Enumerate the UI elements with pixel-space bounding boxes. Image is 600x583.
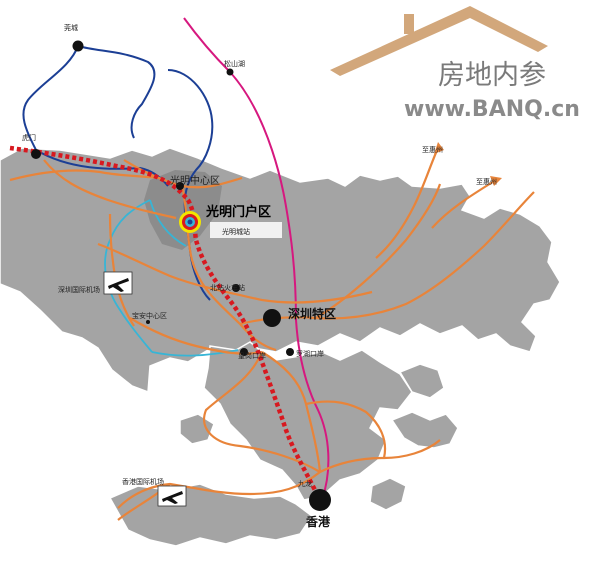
land-west-island	[179, 413, 215, 445]
land-east-islands-3	[398, 363, 445, 399]
new-rail-dashed-line	[9, 145, 321, 498]
label-shenzhen-north: 北站火车站	[210, 283, 245, 292]
land-east-islands	[390, 411, 459, 449]
guangming-station-label-bg	[210, 222, 282, 238]
label-shenzhen-sez: 深圳特区	[288, 306, 336, 321]
label-to-huizhou-1: 至惠州	[422, 145, 443, 154]
huizhou-arrows	[434, 142, 502, 186]
shenzhen-sez-dot	[263, 309, 281, 327]
label-humen: 虎门	[22, 133, 36, 142]
baoan-dot	[146, 320, 150, 324]
watermark-logo: 房地内参 www.BANQ.cn	[330, 6, 580, 122]
airplane-icon	[157, 485, 187, 507]
label-huanggang-port: 皇岗口岸	[238, 351, 266, 360]
label-hk-airport: 香港国际机场	[122, 477, 164, 486]
land-east-islands-2	[369, 477, 407, 511]
watermark-title: 房地内参	[438, 60, 546, 91]
rail-navy-line	[22, 45, 214, 301]
road-orange-network	[9, 147, 535, 521]
landmass	[0, 147, 561, 547]
label-hongkong: 香港	[305, 514, 331, 529]
guangming-zone	[144, 170, 222, 250]
arrow-huizhou-1-icon	[434, 142, 444, 154]
watermark-chimney	[404, 14, 414, 34]
target-marker-icon	[179, 211, 201, 233]
huanggang-dot	[240, 348, 248, 356]
label-baoan-center: 宝安中心区	[132, 311, 167, 320]
watermark-url: www.BANQ.cn	[404, 97, 580, 122]
label-songshanhu: 松山湖	[224, 59, 245, 68]
humen-dot	[31, 149, 41, 159]
label-dongguan: 莞城	[64, 23, 78, 32]
label-guangming-station: 光明城站	[222, 227, 250, 236]
label-guangming-center: 光明中心区	[170, 174, 220, 187]
dongguan-dot	[72, 40, 84, 52]
label-shenzhen-airport: 深圳国际机场	[58, 285, 100, 294]
label-luohu-port: 罗湖口岸	[296, 349, 324, 358]
label-jiulong: 九龙	[298, 479, 312, 488]
arrow-huizhou-2-icon	[490, 176, 502, 186]
songshanhu-dot	[226, 68, 234, 76]
label-guangming-gateway: 光明门户区	[205, 204, 271, 220]
luohu-dot	[286, 348, 294, 356]
hongkong-dot	[309, 489, 331, 511]
station-markers	[31, 40, 331, 511]
watermark-roof-icon	[330, 6, 548, 76]
map-labels: 莞城 松山湖 虎门 光明中心区 光明门户区 光明城站 深圳国际机场 宝安中心区 …	[22, 23, 497, 529]
label-to-huizhou-2: 至惠州	[476, 177, 497, 186]
shenzhen-north-dot	[232, 284, 240, 292]
guangming-center-dot	[176, 182, 184, 190]
airplane-icon	[103, 271, 133, 295]
